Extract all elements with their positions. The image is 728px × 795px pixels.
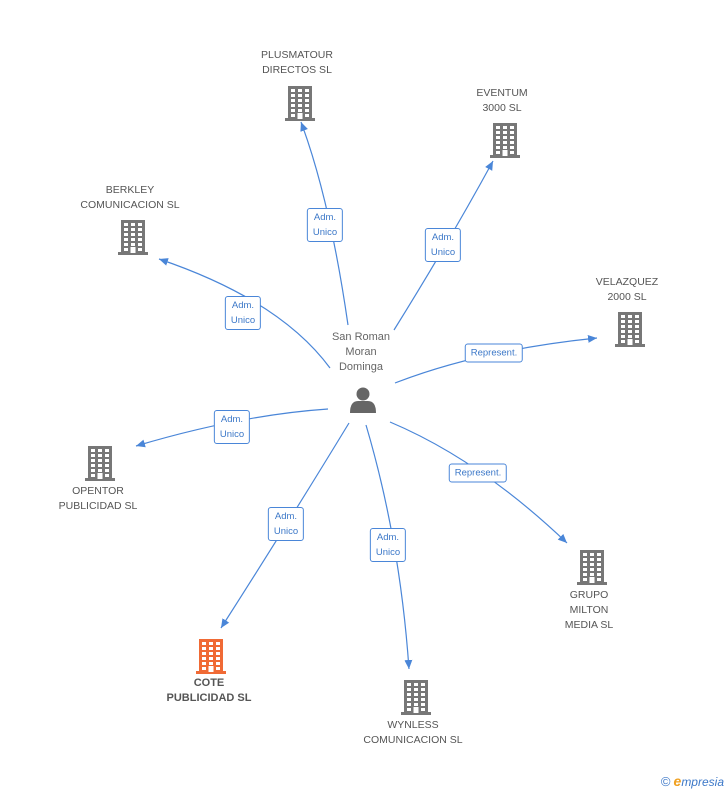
edge-label-velazquez: Represent. [464,343,524,363]
edge-label-grupo-milton: Represent. [448,463,508,483]
building-icon-grupo-milton[interactable] [577,550,607,585]
company-label-plusmatour[interactable]: PLUSMATOUR DIRECTOS SL [261,49,333,76]
building-icon-velazquez[interactable] [615,312,645,347]
edge-label-opentor: Adm. Unico [213,410,251,444]
company-label-berkley[interactable]: BERKLEY COMUNICACION SL [80,184,180,211]
brand-footer: ©empresia [661,773,724,789]
copyright-icon: © [660,774,671,789]
building-icon-wynless[interactable] [401,680,431,715]
brand-initial: e [673,773,682,789]
building-icon-cote[interactable] [196,639,226,674]
edge-label-berkley: Adm. Unico [224,296,262,330]
person-icon[interactable] [350,387,376,414]
company-label-opentor[interactable]: OPENTOR PUBLICIDAD SL [58,485,138,512]
edge-label-eventum: Adm. Unico [424,228,462,262]
building-icon-eventum[interactable] [490,123,520,158]
brand-name: mpresia [681,775,724,789]
edge-grupo-milton [389,421,568,544]
company-label-grupo-milton[interactable]: GRUPO MILTON MEDIA SL [564,589,614,631]
company-label-eventum[interactable]: EVENTUM 3000 SL [476,87,528,114]
building-icon-plusmatour[interactable] [285,86,315,121]
company-label-cote[interactable]: COTE PUBLICIDAD SL [166,677,252,704]
edge-berkley [158,258,331,369]
center-person-label: San Roman Moran Dominga [331,331,391,373]
company-label-wynless[interactable]: WYNLESS COMUNICACION SL [363,719,463,746]
edge-label-plusmatour: Adm. Unico [306,208,344,242]
company-label-velazquez[interactable]: VELAZQUEZ 2000 SL [595,276,659,303]
building-icon-opentor[interactable] [85,446,115,481]
edge-label-wynless: Adm. Unico [369,528,407,562]
building-icon-berkley[interactable] [118,220,148,255]
edge-label-cote: Adm. Unico [267,507,305,541]
